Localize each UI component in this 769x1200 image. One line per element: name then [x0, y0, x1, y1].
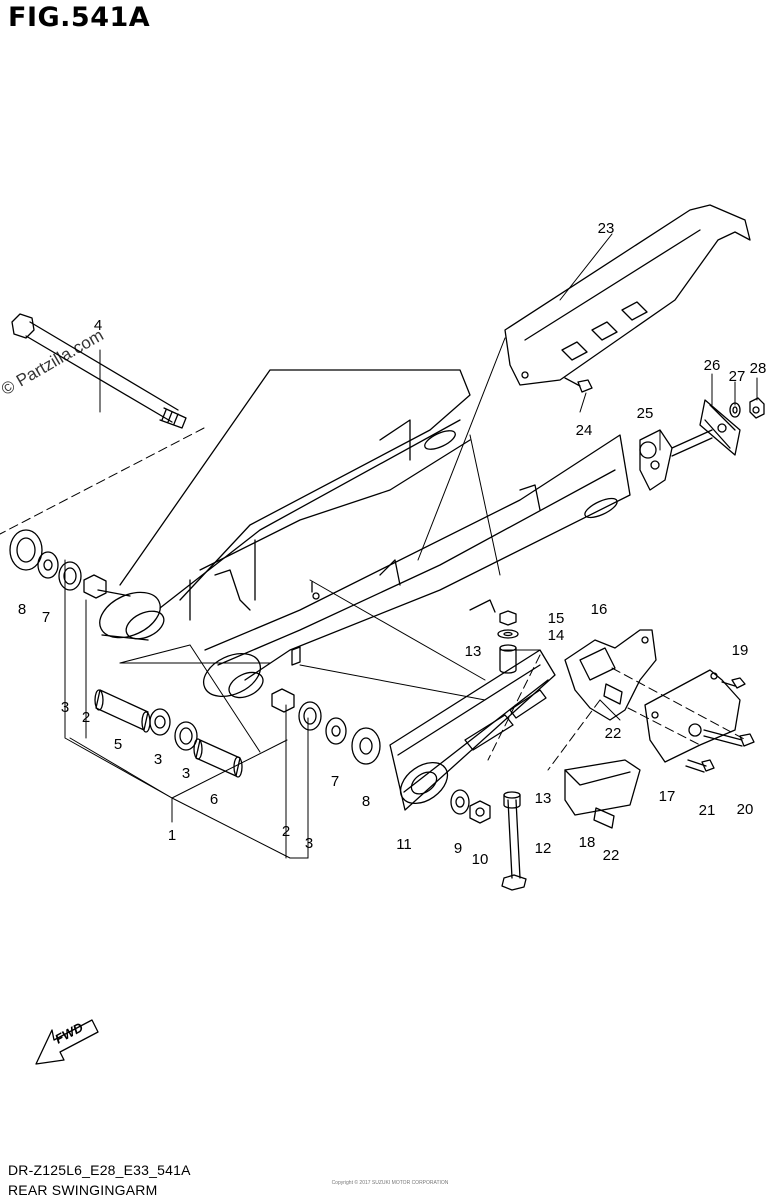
callout-5: 5 — [114, 736, 122, 753]
fwd-arrow-icon: FWD — [35, 1019, 99, 1065]
callout-2: 2 — [82, 709, 90, 726]
collar-22-bottom — [593, 807, 615, 829]
adjuster-plate — [699, 399, 741, 456]
washer-7-left — [37, 551, 59, 579]
callout-11: 11 — [396, 836, 412, 853]
oil-seal-8-right — [351, 727, 381, 765]
bolt-20 — [703, 729, 755, 747]
guide-lines — [0, 427, 747, 771]
diagram-name: REAR SWINGINGARM — [8, 1182, 158, 1198]
callout-14: 14 — [548, 627, 565, 644]
bearing-3-top — [58, 561, 82, 591]
washer-7-right — [325, 717, 347, 745]
swingarm — [97, 369, 631, 699]
callout-28: 28 — [750, 360, 767, 377]
washer-9 — [450, 789, 470, 815]
washer-14 — [497, 629, 519, 639]
callout-21: 21 — [699, 802, 716, 819]
guide-block-18 — [564, 759, 641, 816]
bolt-19 — [721, 677, 746, 689]
copyright-notice: Copyright © 2017 SUZUKI MOTOR CORPORATIO… — [331, 1180, 449, 1186]
callout-19: 19 — [732, 642, 749, 659]
callout-22: 22 — [605, 725, 622, 742]
callout-25: 25 — [637, 405, 654, 422]
callout-26: 26 — [704, 357, 721, 374]
callout-15: 15 — [548, 610, 565, 627]
oil-seal-8-left — [9, 529, 43, 571]
callout-7: 7 — [331, 773, 339, 790]
chain-adjuster — [639, 429, 713, 491]
collar-22-top — [603, 683, 623, 705]
callout-13: 13 — [465, 643, 482, 660]
bearing-3-right — [298, 701, 322, 731]
chain-guide-plate-17 — [644, 669, 741, 763]
callout-17: 17 — [659, 788, 676, 805]
washer-3-a — [149, 708, 171, 736]
chain-buffer — [389, 649, 556, 811]
bolt-24 — [564, 377, 593, 393]
callout-1: 1 — [168, 827, 176, 844]
callout-8: 8 — [18, 601, 26, 618]
callout-3: 3 — [61, 699, 69, 716]
collar-13-top — [499, 644, 517, 674]
spacer-5 — [94, 689, 151, 733]
callout-10: 10 — [472, 851, 489, 868]
callout-3: 3 — [154, 751, 162, 768]
callout-12: 12 — [535, 840, 552, 857]
spacer-2-top — [83, 574, 107, 599]
callout-2: 2 — [282, 823, 290, 840]
callout-20: 20 — [737, 801, 754, 818]
chain-guide-16 — [564, 629, 657, 721]
bolt-21 — [685, 759, 715, 773]
callout-16: 16 — [591, 601, 608, 618]
collar-13-bottom — [503, 791, 521, 809]
callout-3: 3 — [182, 765, 190, 782]
chain-case — [504, 204, 751, 386]
spacer-6 — [193, 738, 243, 778]
callout-3: 3 — [305, 835, 313, 852]
callout-27: 27 — [729, 368, 746, 385]
figure-title: FIG.541A — [8, 2, 151, 33]
washer-27 — [729, 402, 741, 418]
callout-23: 23 — [598, 220, 615, 237]
callout-9: 9 — [454, 840, 462, 857]
spacer-2-right — [271, 688, 295, 713]
callout-4: 4 — [94, 317, 102, 334]
callout-13: 13 — [535, 790, 552, 807]
callout-24: 24 — [576, 422, 593, 439]
diagram-code: DR-Z125L6_E28_E33_541A — [8, 1162, 191, 1178]
callout-6: 6 — [210, 791, 218, 808]
leader-lines — [64, 233, 758, 859]
callout-8: 8 — [362, 793, 370, 810]
callout-labels: 1 2 2 3 3 3 3 4 5 6 7 7 8 8 9 10 11 12 1… — [18, 220, 767, 868]
bearing-3-b — [174, 721, 198, 751]
bolt-12 — [501, 799, 527, 891]
callout-22: 22 — [603, 847, 620, 864]
pivot-bolt — [11, 313, 187, 429]
nut-15 — [499, 610, 517, 626]
callout-18: 18 — [579, 834, 596, 851]
callout-7: 7 — [42, 609, 50, 626]
nut-28 — [749, 397, 765, 419]
nut-10 — [469, 800, 491, 824]
